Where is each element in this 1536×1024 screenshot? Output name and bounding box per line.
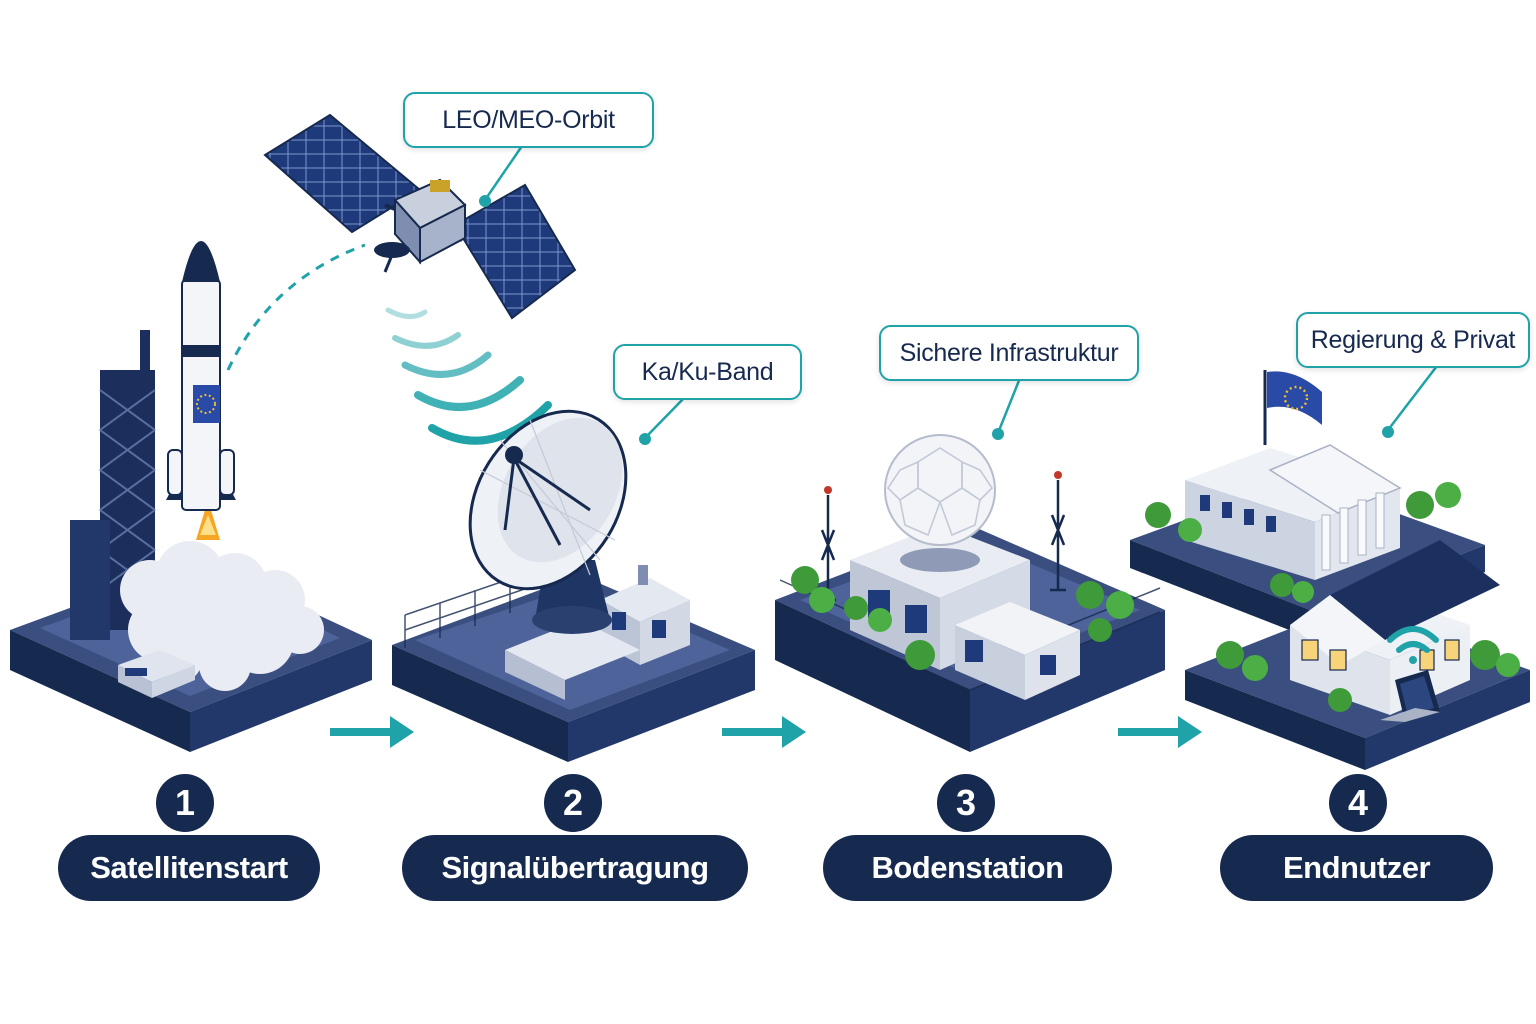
arrow-right-icon <box>722 716 806 748</box>
step-1-label: Satellitenstart <box>58 835 320 901</box>
launch-smoke <box>120 541 324 691</box>
wifi-icon <box>1387 626 1439 664</box>
laptop-icon <box>1380 670 1440 722</box>
radome-icon <box>884 434 996 572</box>
rocket-icon <box>166 241 236 540</box>
callout-users: Regierung & Privat <box>1296 312 1530 368</box>
callout-orbit: LEO/MEO-Orbit <box>403 92 654 148</box>
arrow-right-icon <box>1118 716 1202 748</box>
arrow-right-icon <box>330 716 414 748</box>
callout-infrastructure: Sichere Infrastruktur <box>879 325 1139 381</box>
eu-flag-icon <box>1267 371 1322 425</box>
step-2-label: Signalübertragung <box>402 835 748 901</box>
government-building-icon <box>1185 370 1402 580</box>
launch-building <box>118 650 195 698</box>
step-1-number: 1 <box>156 774 214 832</box>
step-3-number: 3 <box>937 774 995 832</box>
ground-station-trees <box>791 566 1134 670</box>
ground-station-building <box>850 525 1080 700</box>
step-4-number: 4 <box>1329 774 1387 832</box>
house-trees <box>1216 640 1520 712</box>
satellite-dish-icon <box>468 409 640 700</box>
callout-connectors <box>479 145 1441 445</box>
government-trees <box>1145 482 1461 603</box>
step-2-number: 2 <box>544 774 602 832</box>
callout-band: Ka/Ku-Band <box>613 344 802 400</box>
satellite-icon <box>263 113 577 320</box>
step-3-label: Bodenstation <box>823 835 1112 901</box>
launch-trajectory <box>226 243 366 371</box>
signal-waves <box>385 307 552 445</box>
step-4-label: Endnutzer <box>1220 835 1493 901</box>
